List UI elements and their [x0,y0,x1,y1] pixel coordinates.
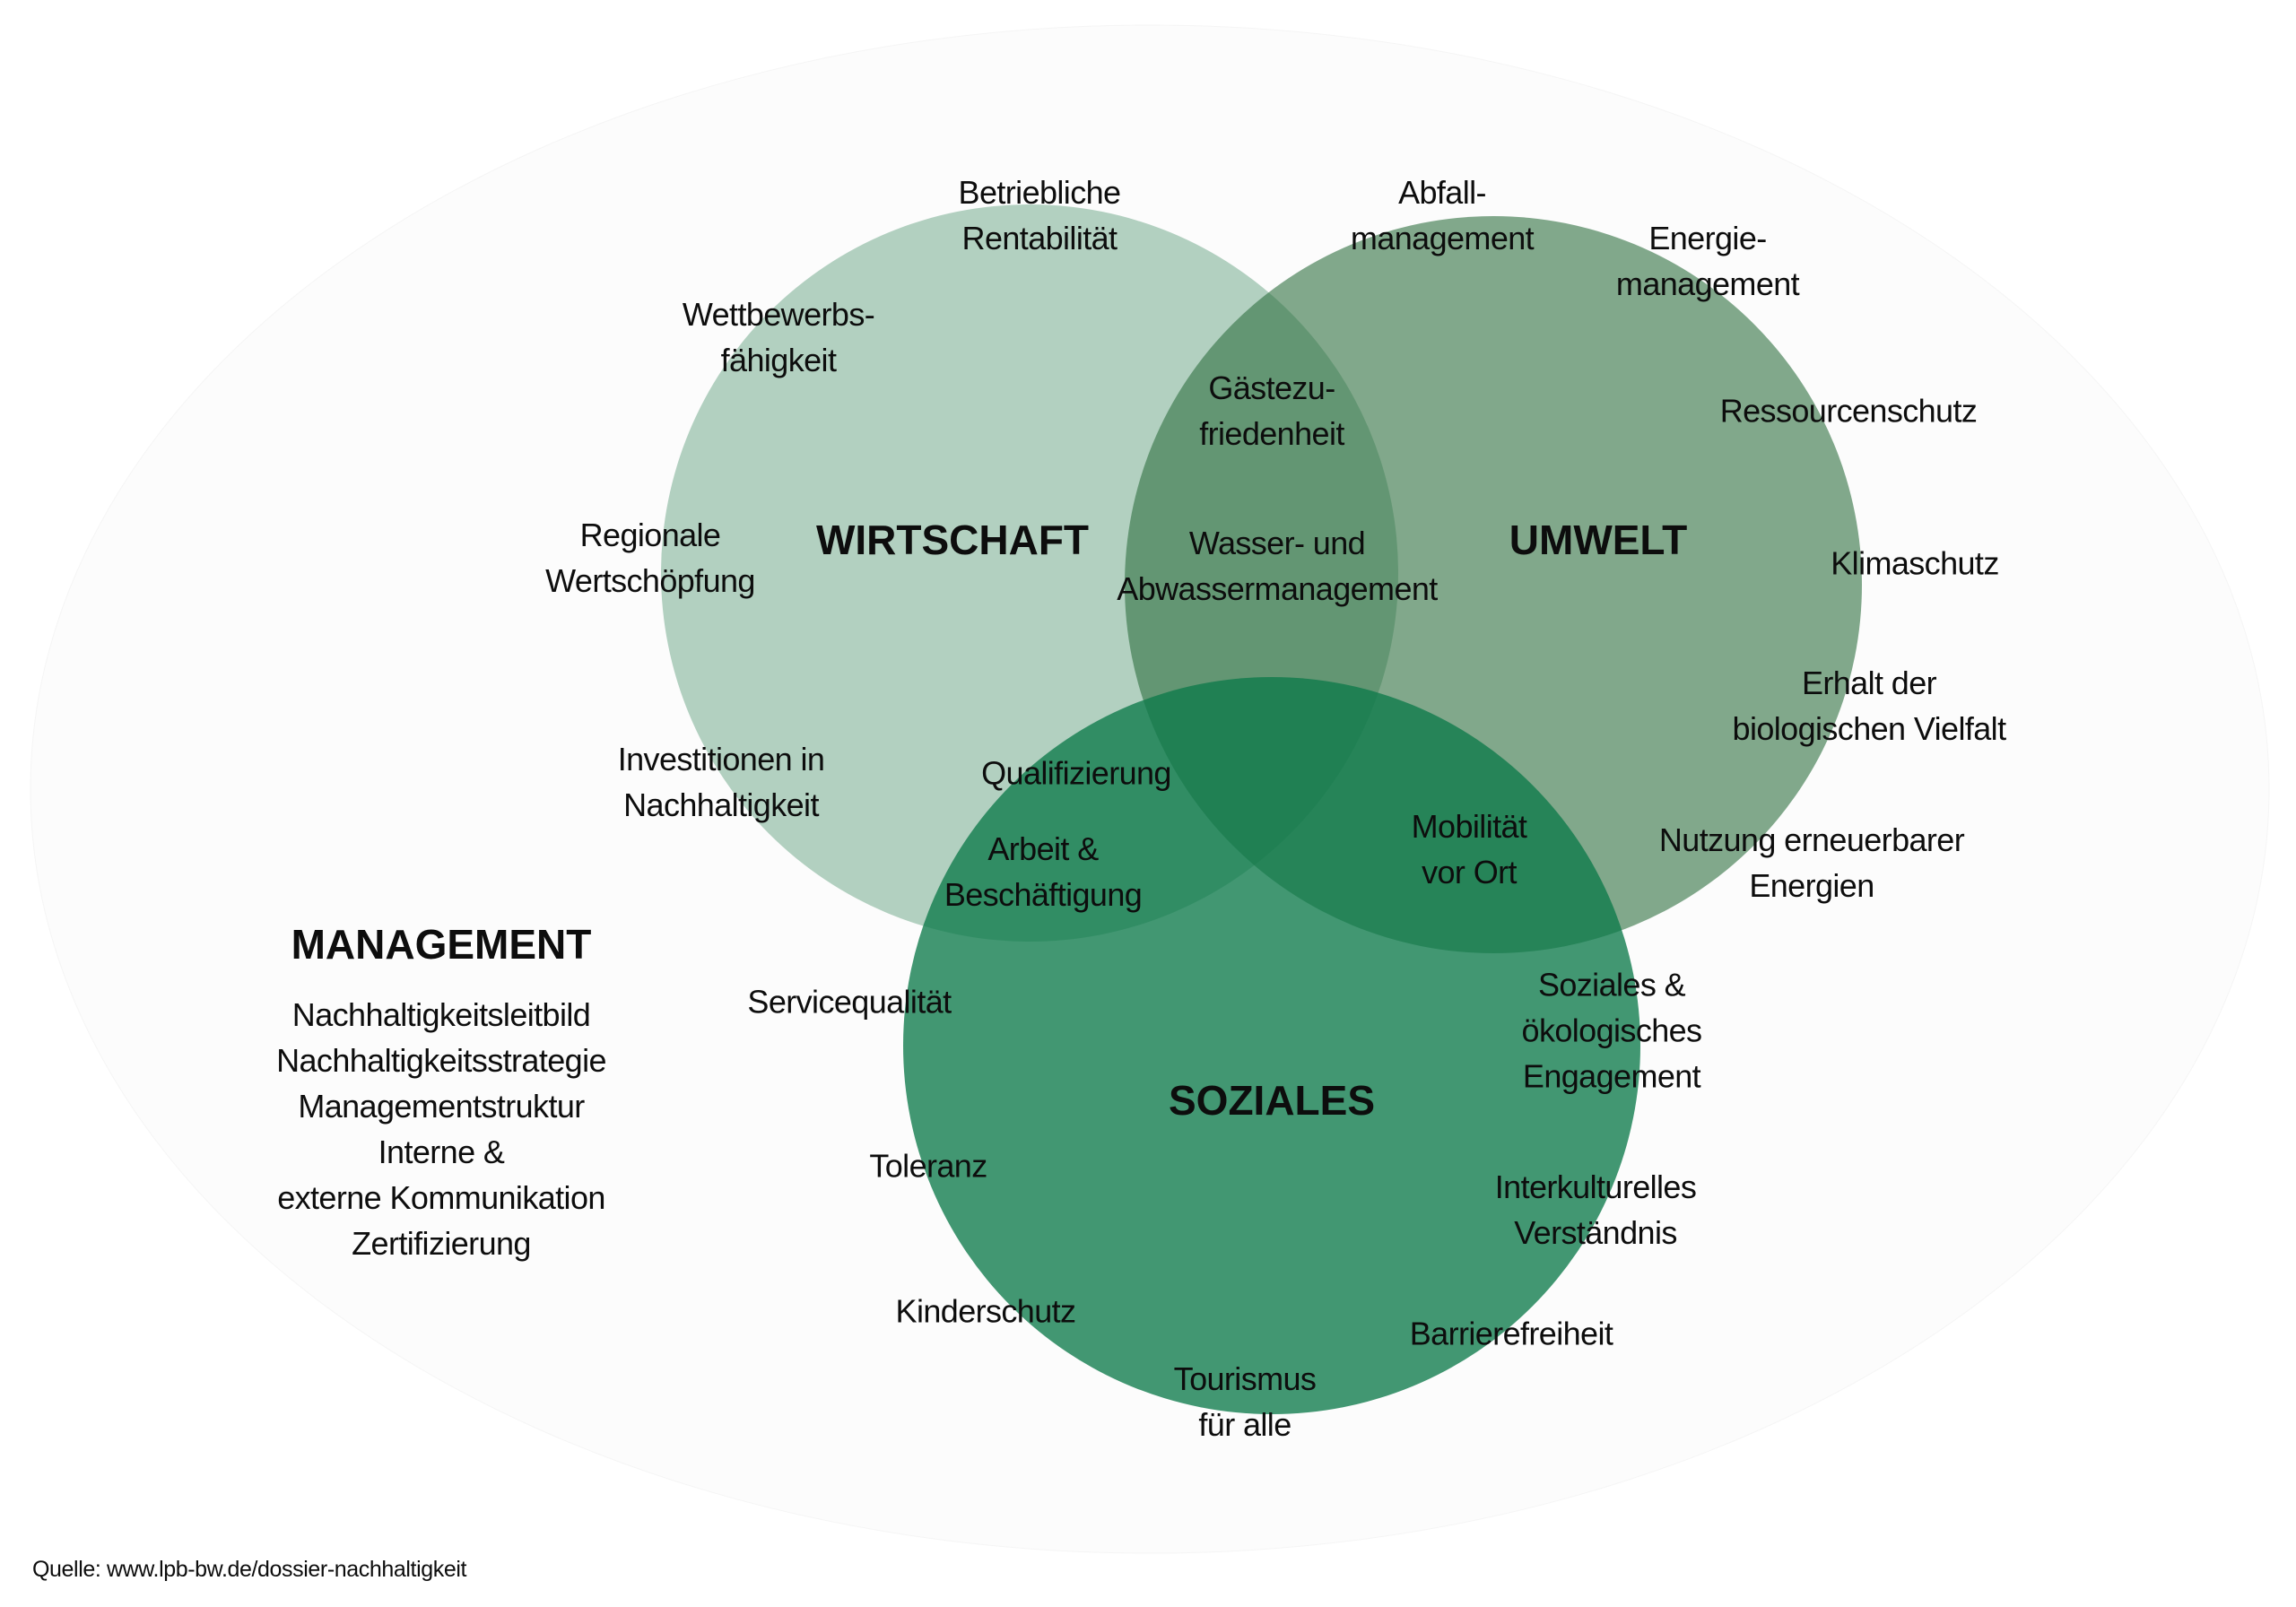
label-line: Tourismus [1173,1360,1317,1397]
label-line: Ressourcenschutz [1719,392,1978,430]
label-gaestezufriedenheit: Gästezu- friedenheit [1199,365,1344,456]
label-klimaschutz: Klimaschutz [1831,541,1999,586]
management-list: Nachhaltigkeitsleitbild Nachhaltigkeitss… [276,992,606,1266]
soziales-circle [903,677,1640,1414]
management-item: Nachhaltigkeitsstrategie [276,1042,606,1079]
label-mobilitaet-vor-ort: Mobilität vor Ort [1412,804,1527,895]
label-line: Rentabilität [961,220,1118,256]
label-line: ökologisches [1521,1012,1703,1049]
label-kinderschutz: Kinderschutz [895,1289,1077,1334]
label-line: Gästezu- [1208,369,1335,406]
source-caption: Quelle: www.lpb-bw.de/dossier-nachhaltig… [32,1557,467,1582]
management-item: Managementstruktur [298,1088,585,1125]
label-line: fähigkeit [720,342,837,378]
label-qualifizierung: Qualifizierung [981,751,1171,796]
label-line: für alle [1198,1406,1292,1443]
label-wasser-abwassermanagement: Wasser- und Abwassermanagement [1117,520,1438,612]
label-line: Klimaschutz [1831,544,1999,582]
label-line: friedenheit [1199,415,1344,452]
label-toleranz: Toleranz [869,1143,987,1189]
label-energiemanagement: Energie- management [1615,215,1800,307]
label-line: biologischen Vielfalt [1732,710,2007,747]
umwelt-heading: UMWELT [1509,517,1688,563]
label-line: Engagement [1522,1057,1701,1095]
label-line: Energien [1749,867,1874,904]
label-line: management [1615,265,1800,302]
label-soziales-oekologisches-engagement: Soziales & ökologisches Engagement [1521,962,1703,1099]
management-item: Nachhaltigkeitsleitbild [291,996,591,1033]
label-line: Kinderschutz [895,1292,1077,1330]
label-abfallmanagement: Abfall- management [1350,169,1535,261]
label-line: Barrierefreiheit [1409,1315,1613,1352]
label-line: Wertschöpfung [545,562,755,599]
label-erneuerbare-energien: Nutzung erneuerbarer Energien [1658,817,1965,908]
label-line: Erhalt der [1801,665,1937,701]
label-wettbewerbsfaehigkeit: Wettbewerbs- fähigkeit [682,291,875,383]
label-line: vor Ort [1422,854,1517,890]
label-line: Energie- [1648,220,1767,256]
label-line: Verständnis [1514,1214,1677,1251]
label-line: Soziales & [1537,966,1686,1003]
label-line: management [1350,220,1535,256]
label-line: Betriebliche [958,174,1122,211]
label-biologische-vielfalt: Erhalt der biologischen Vielfalt [1732,660,2007,751]
label-ressourcenschutz: Ressourcenschutz [1720,388,1978,434]
wirtschaft-heading: WIRTSCHAFT [815,517,1090,563]
label-line: Wettbewerbs- [682,296,875,333]
label-line: Servicequalität [747,983,952,1021]
label-line: Abwassermanagement [1117,570,1438,607]
label-barrierefreiheit: Barrierefreiheit [1410,1311,1613,1357]
label-betriebliche-rentabilitaet: Betriebliche Rentabilität [958,169,1122,261]
label-line: Nachhaltigkeit [623,786,819,823]
label-interkulturelles-verstaendnis: Interkulturelles Verständnis [1495,1164,1697,1255]
label-line: Interkulturelles [1494,1168,1697,1205]
management-item: externe Kommunikation [277,1179,605,1216]
management-heading: MANAGEMENT [291,921,592,968]
label-servicequalitaet: Servicequalität [747,979,952,1025]
label-line: Nutzung erneuerbarer [1658,821,1965,858]
label-line: Regionale [579,517,721,553]
soziales-heading: SOZIALES [1168,1077,1376,1124]
label-line: Mobilität [1411,808,1527,845]
label-line: Arbeit & [987,830,1099,867]
label-line: Abfall- [1398,174,1486,211]
label-line: Wasser- und [1188,525,1366,561]
label-line: Beschäftigung [944,876,1143,913]
label-investitionen-nachhaltigkeit: Investitionen in Nachhaltigkeit [618,736,825,828]
management-item: Zertifizierung [352,1225,531,1262]
label-line: Qualifizierung [981,754,1171,792]
label-line: Toleranz [869,1147,987,1185]
label-regionale-wertschoepfung: Regionale Wertschöpfung [545,512,755,604]
label-line: Investitionen in [617,741,825,777]
management-item: Interne & [378,1134,505,1170]
label-arbeit-beschaeftigung: Arbeit & Beschäftigung [944,826,1143,917]
label-tourismus-fuer-alle: Tourismus für alle [1174,1356,1317,1447]
